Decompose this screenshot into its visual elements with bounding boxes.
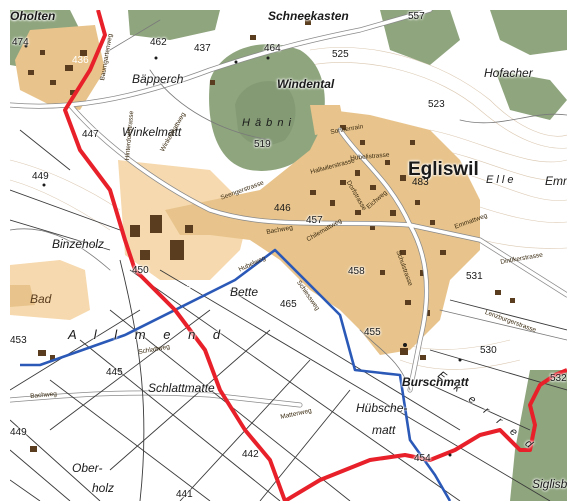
place-label-schlattmatte: Schlattmatte: [148, 381, 215, 395]
place-label-bapperch: Bäpperch: [132, 72, 184, 86]
elevation-label: 445: [106, 367, 123, 378]
place-label-windental: Windental: [277, 77, 335, 91]
elevation-label: 525: [332, 49, 349, 60]
place-label-egliswil: Egliswil: [408, 159, 479, 180]
place-label-hubsche: Hübsche-: [356, 401, 408, 415]
place-label-allmend: A l l m e n d: [68, 327, 228, 342]
place-label-habni: H ä b n i: [242, 117, 292, 129]
elevation-label: 458: [348, 266, 365, 277]
place-label-burschmatt: Burschmatt: [402, 375, 469, 389]
elevation-label: 446: [274, 203, 291, 214]
elevation-label: 447: [82, 129, 99, 140]
place-label-emm: Emm: [545, 174, 567, 188]
settlement-areas: [10, 25, 480, 355]
roads: [10, 10, 567, 408]
elevation-label: 457: [306, 215, 323, 226]
elevation-label: 450: [132, 265, 149, 276]
elevation-label: 465: [280, 299, 297, 310]
elevation-label: 453: [10, 335, 27, 346]
elevation-label: 531: [466, 271, 483, 282]
elevation-label: 483: [412, 177, 429, 188]
map-frame[interactable]: Oholten Schneekasten Bäpperch Windental …: [10, 10, 567, 501]
elevation-label: 530: [480, 345, 497, 356]
place-label-bad: Bad: [30, 292, 52, 306]
place-label-winkelmatt: Winkelmatt: [122, 125, 182, 139]
elevation-label: 474: [12, 37, 29, 48]
elevation-label: 464: [264, 43, 281, 54]
elevation-label: 436: [72, 55, 89, 66]
place-label-binzeholz: Binzeholz: [52, 237, 105, 251]
elevation-label: 437: [194, 43, 211, 54]
route-line: [20, 248, 452, 501]
contour-lines: [10, 47, 567, 370]
topographic-map[interactable]: [10, 10, 567, 501]
elevation-label: 519: [254, 139, 271, 150]
elevation-label: 449: [32, 171, 49, 182]
elevation-label: 441: [176, 489, 193, 500]
municipal-boundary: [63, 10, 567, 501]
forest-areas: [10, 10, 567, 501]
place-label-bette: Bette: [230, 285, 259, 299]
elevation-label: 532: [550, 373, 567, 384]
place-label-schneekasten: Schneekasten: [268, 10, 349, 23]
place-label-matt: matt: [372, 423, 396, 437]
elevation-label: 453: [186, 281, 203, 292]
place-label-hofacher: Hofacher: [484, 66, 533, 80]
elevation-label: 523: [428, 99, 445, 110]
elevation-label: 449: [10, 427, 27, 438]
elevation-label: 462: [150, 37, 167, 48]
elevation-label: 557: [408, 11, 425, 22]
place-label-ober: Ober-: [72, 461, 103, 475]
elevation-label: 454: [414, 453, 431, 464]
place-label-siglisb: Siglisb: [532, 477, 567, 491]
place-label-holz: holz: [92, 481, 115, 495]
elevation-label: 455: [364, 327, 381, 338]
map-markers: [24, 44, 462, 457]
place-label-oholten: Oholten: [10, 10, 56, 23]
place-label-elle: E l l e: [486, 174, 514, 186]
elevation-label: 442: [242, 449, 259, 460]
